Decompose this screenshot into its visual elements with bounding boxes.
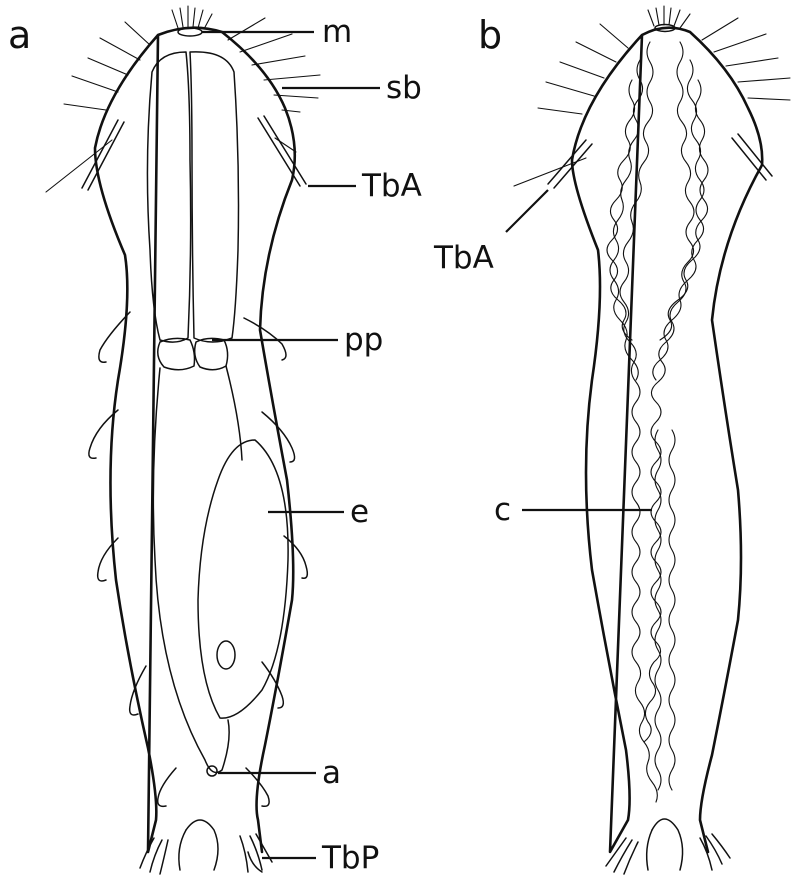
panel-a-label-pp: pp bbox=[344, 322, 383, 358]
panel-a-label-e: e bbox=[350, 494, 369, 530]
panel-a-intestine bbox=[153, 366, 242, 772]
panel-a-lateral-cirri bbox=[89, 312, 307, 806]
panel-b-label-tba: TbA bbox=[433, 240, 494, 276]
panel-b-label-c: c bbox=[494, 492, 511, 528]
panel-a-posterior-adhesive-tubes bbox=[140, 820, 272, 874]
panel-a-body-outline bbox=[95, 28, 295, 852]
panel-b-sensory-bristles bbox=[538, 6, 790, 114]
panel-a-pharyngeal-pore-left bbox=[158, 338, 195, 369]
panel-a-label-m: m bbox=[322, 14, 352, 50]
panel-b: b bbox=[433, 6, 790, 874]
panel-a-label-a: a bbox=[322, 755, 341, 791]
panel-a-letter: a bbox=[8, 13, 31, 57]
panel-a-pharyngeal-pore-right bbox=[195, 338, 228, 369]
panel-a-label-tba: TbA bbox=[361, 168, 422, 204]
panel-b-letter: b bbox=[478, 13, 502, 57]
panel-a-egg bbox=[198, 440, 288, 718]
panel-a-label-tbp: TbP bbox=[321, 840, 379, 876]
panel-a: a bbox=[8, 6, 422, 876]
panel-a-pharynx-right-lobe bbox=[190, 52, 239, 342]
panel-a-anterior-adhesive-tubes bbox=[46, 116, 306, 192]
panel-a-mouth bbox=[178, 28, 202, 36]
panel-a-label-sb: sb bbox=[386, 70, 422, 106]
panel-b-anterior-adhesive-tubes bbox=[514, 134, 772, 188]
panel-a-egg-nucleus bbox=[217, 641, 235, 669]
panel-b-body-outline bbox=[572, 28, 762, 852]
panel-b-cilia-bands bbox=[607, 42, 708, 802]
